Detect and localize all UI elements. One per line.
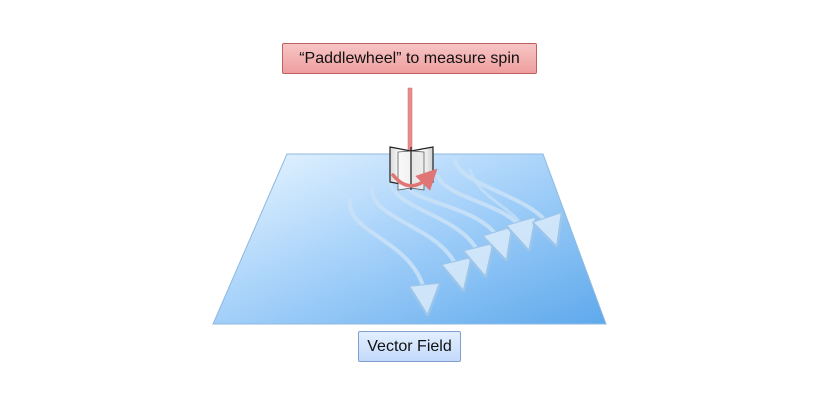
flow-arrow-icon [403, 184, 502, 246]
vector-field-label: Vector Field [358, 331, 461, 362]
paddlewheel-label: “Paddlewheel” to measure spin [282, 43, 537, 74]
rotation-arrow-icon [391, 168, 438, 191]
flow-arrow-icon [453, 158, 552, 232]
flow-arrow-icon [388, 178, 482, 262]
flow-arrow-icon [369, 186, 460, 276]
flow-arrow-icon [468, 168, 520, 222]
flow-arrows [347, 158, 552, 300]
flow-arrow-icon [347, 198, 426, 300]
paddlewheel-icon [389, 146, 434, 191]
flow-arrow-icon [436, 174, 525, 236]
